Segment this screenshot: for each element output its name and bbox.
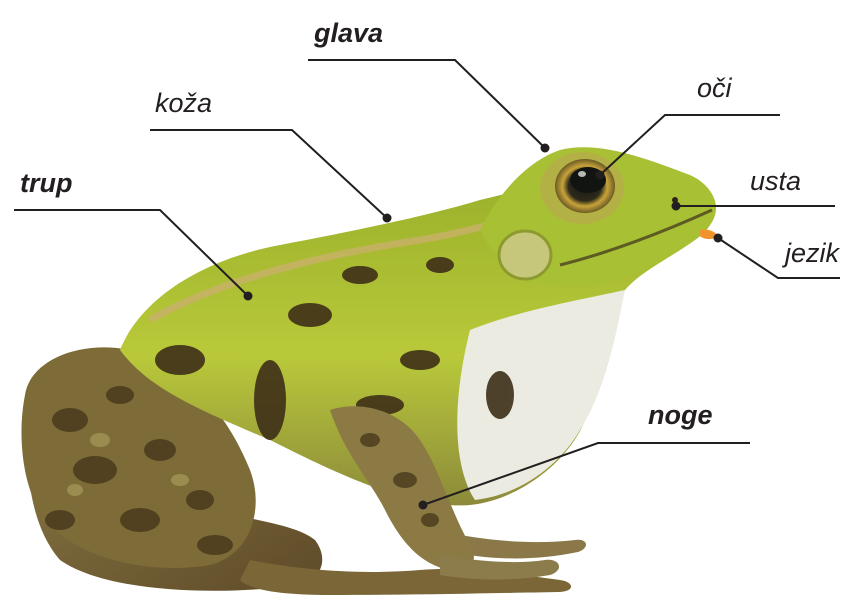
label-trup: trup	[20, 168, 72, 199]
label-usta: usta	[750, 166, 801, 197]
label-koza: koža	[155, 88, 212, 119]
label-oci: oči	[697, 73, 732, 104]
label-noge: noge	[648, 400, 713, 431]
label-glava: glava	[314, 18, 383, 49]
tympanum	[499, 231, 551, 279]
label-jezik: jezik	[785, 238, 839, 269]
